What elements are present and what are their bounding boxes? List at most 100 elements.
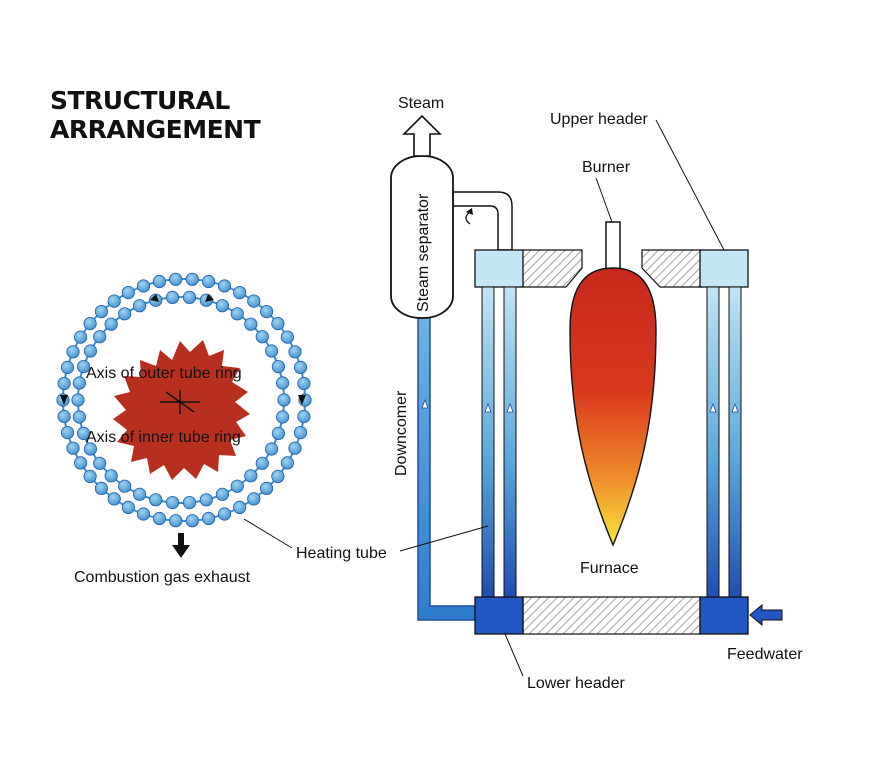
ring-axis-marker <box>160 390 200 414</box>
refractory-bottom <box>522 596 701 635</box>
separator-return-pipe <box>452 191 513 251</box>
inner-ring-tube <box>255 456 269 470</box>
inner-ring-tube <box>275 376 290 390</box>
outer-ring-tube <box>169 272 183 286</box>
label-axis-inner: Axis of inner tube ring <box>86 429 241 446</box>
outer-ring-tube <box>217 279 232 293</box>
leader-lower-header <box>504 633 524 677</box>
label-upper-header: Upper header <box>550 111 649 128</box>
title-line-2: ARRANGEMENT <box>50 115 261 144</box>
outer-ring-tube <box>107 294 121 308</box>
inner-ring-tube <box>165 290 180 304</box>
tube-ring-plan-view: Combustion gas exhaust Axis of outer tub… <box>56 272 312 586</box>
inner-ring-tube <box>264 344 279 358</box>
outer-ring-tube <box>259 304 274 319</box>
tube-flow-arrows <box>484 402 739 413</box>
inner-ring-tube <box>277 393 291 407</box>
inner-ring-tube <box>182 290 197 304</box>
outer-ring-tube <box>271 316 285 331</box>
inner-ring-tube <box>133 299 147 313</box>
outer-ring-tube <box>259 481 274 495</box>
outer-ring-tube <box>83 316 97 331</box>
outer-ring-tube <box>297 376 311 391</box>
inner-ring-tube <box>215 487 229 501</box>
diagram-title: STRUCTURAL ARRANGEMENT <box>50 86 261 144</box>
outer-ring-tube <box>136 279 151 293</box>
inner-ring-tube <box>244 469 258 483</box>
inner-ring-tube <box>72 410 87 424</box>
label-downcomer: Downcomer <box>393 390 410 476</box>
return-flow-arrow <box>465 211 471 225</box>
upper-header-right <box>699 249 749 288</box>
inner-ring-tube <box>77 359 91 374</box>
exhaust-arrow <box>172 533 190 558</box>
return-flow-arrow-head <box>466 208 473 215</box>
boiler-elevation: Steam separator Steam <box>296 95 803 692</box>
outer-ring-tube <box>136 507 151 521</box>
outer-ring-tube <box>152 274 166 289</box>
inner-ring-tube <box>133 487 147 501</box>
gas-flow-arrows <box>60 294 306 405</box>
outer-ring-tube <box>83 469 97 483</box>
inner-ring-tube <box>230 307 244 321</box>
outer-ring-tube <box>247 294 261 308</box>
downcomer-flow-arrow <box>421 398 429 409</box>
outer-ring-tube <box>247 492 261 506</box>
outer-ring-tube <box>57 409 71 424</box>
leader-burner <box>595 177 613 223</box>
label-steam-separator: Steam separator <box>415 193 432 312</box>
inner-ring-tube <box>104 469 118 483</box>
inner-ring-tube <box>93 456 107 470</box>
outer-ring-tube <box>169 514 183 528</box>
label-feedwater: Feedwater <box>727 646 803 663</box>
outer-ring-tube <box>233 500 247 514</box>
outer-ring-tube <box>121 285 135 300</box>
label-furnace: Furnace <box>580 560 639 577</box>
inner-ring-tube <box>182 495 197 510</box>
outer-ring-tube <box>288 345 302 359</box>
inner-ring-tube <box>199 493 213 507</box>
label-steam: Steam <box>398 95 444 112</box>
outer-ring-tube <box>280 456 294 470</box>
leader-upper-header <box>655 119 725 251</box>
label-heating-tube: Heating tube <box>296 545 387 562</box>
inner-ring-tube <box>255 330 269 344</box>
outer-ring-tube <box>74 330 88 344</box>
inner-ring-tube <box>83 344 98 358</box>
outer-ring-tube <box>57 376 71 391</box>
inner-ring-tube <box>271 426 285 440</box>
inner-ring-tube <box>118 479 132 493</box>
outer-ring-tube <box>280 330 294 344</box>
inner-ring-tube <box>77 426 91 440</box>
burner-nozzle <box>605 221 621 271</box>
outer-ring-tube <box>185 514 199 528</box>
outer-ring-tubes <box>56 272 312 528</box>
combustion-zone <box>113 340 250 480</box>
outer-ring-tube <box>107 492 121 506</box>
inner-ring-tube <box>271 359 285 374</box>
feedwater-arrow <box>749 603 783 627</box>
outer-ring-tube <box>152 511 166 526</box>
inner-ring-tube <box>275 410 290 424</box>
outer-ring-tube <box>185 272 199 286</box>
leader-heating-tube-left <box>243 518 293 549</box>
inner-ring-tube <box>149 493 163 507</box>
label-burner: Burner <box>582 159 631 176</box>
downcomer-pipe <box>417 299 481 621</box>
lower-header-left <box>474 596 524 635</box>
inner-ring-tube <box>264 442 279 456</box>
inner-ring-tube <box>72 376 87 390</box>
inner-ring-tube <box>244 317 258 331</box>
outer-ring-tube <box>121 500 135 514</box>
outer-ring-tube <box>293 425 308 440</box>
inner-ring-tube <box>93 330 107 344</box>
burner-flame <box>569 267 657 547</box>
outer-ring-tube <box>202 511 216 526</box>
outer-ring-tube <box>293 360 308 374</box>
inner-ring-tube <box>104 317 118 331</box>
steam-outlet-arrow <box>402 114 442 157</box>
title-line-1: STRUCTURAL <box>50 86 230 115</box>
outer-ring-tube <box>217 507 232 521</box>
outer-ring-tube <box>271 469 285 483</box>
